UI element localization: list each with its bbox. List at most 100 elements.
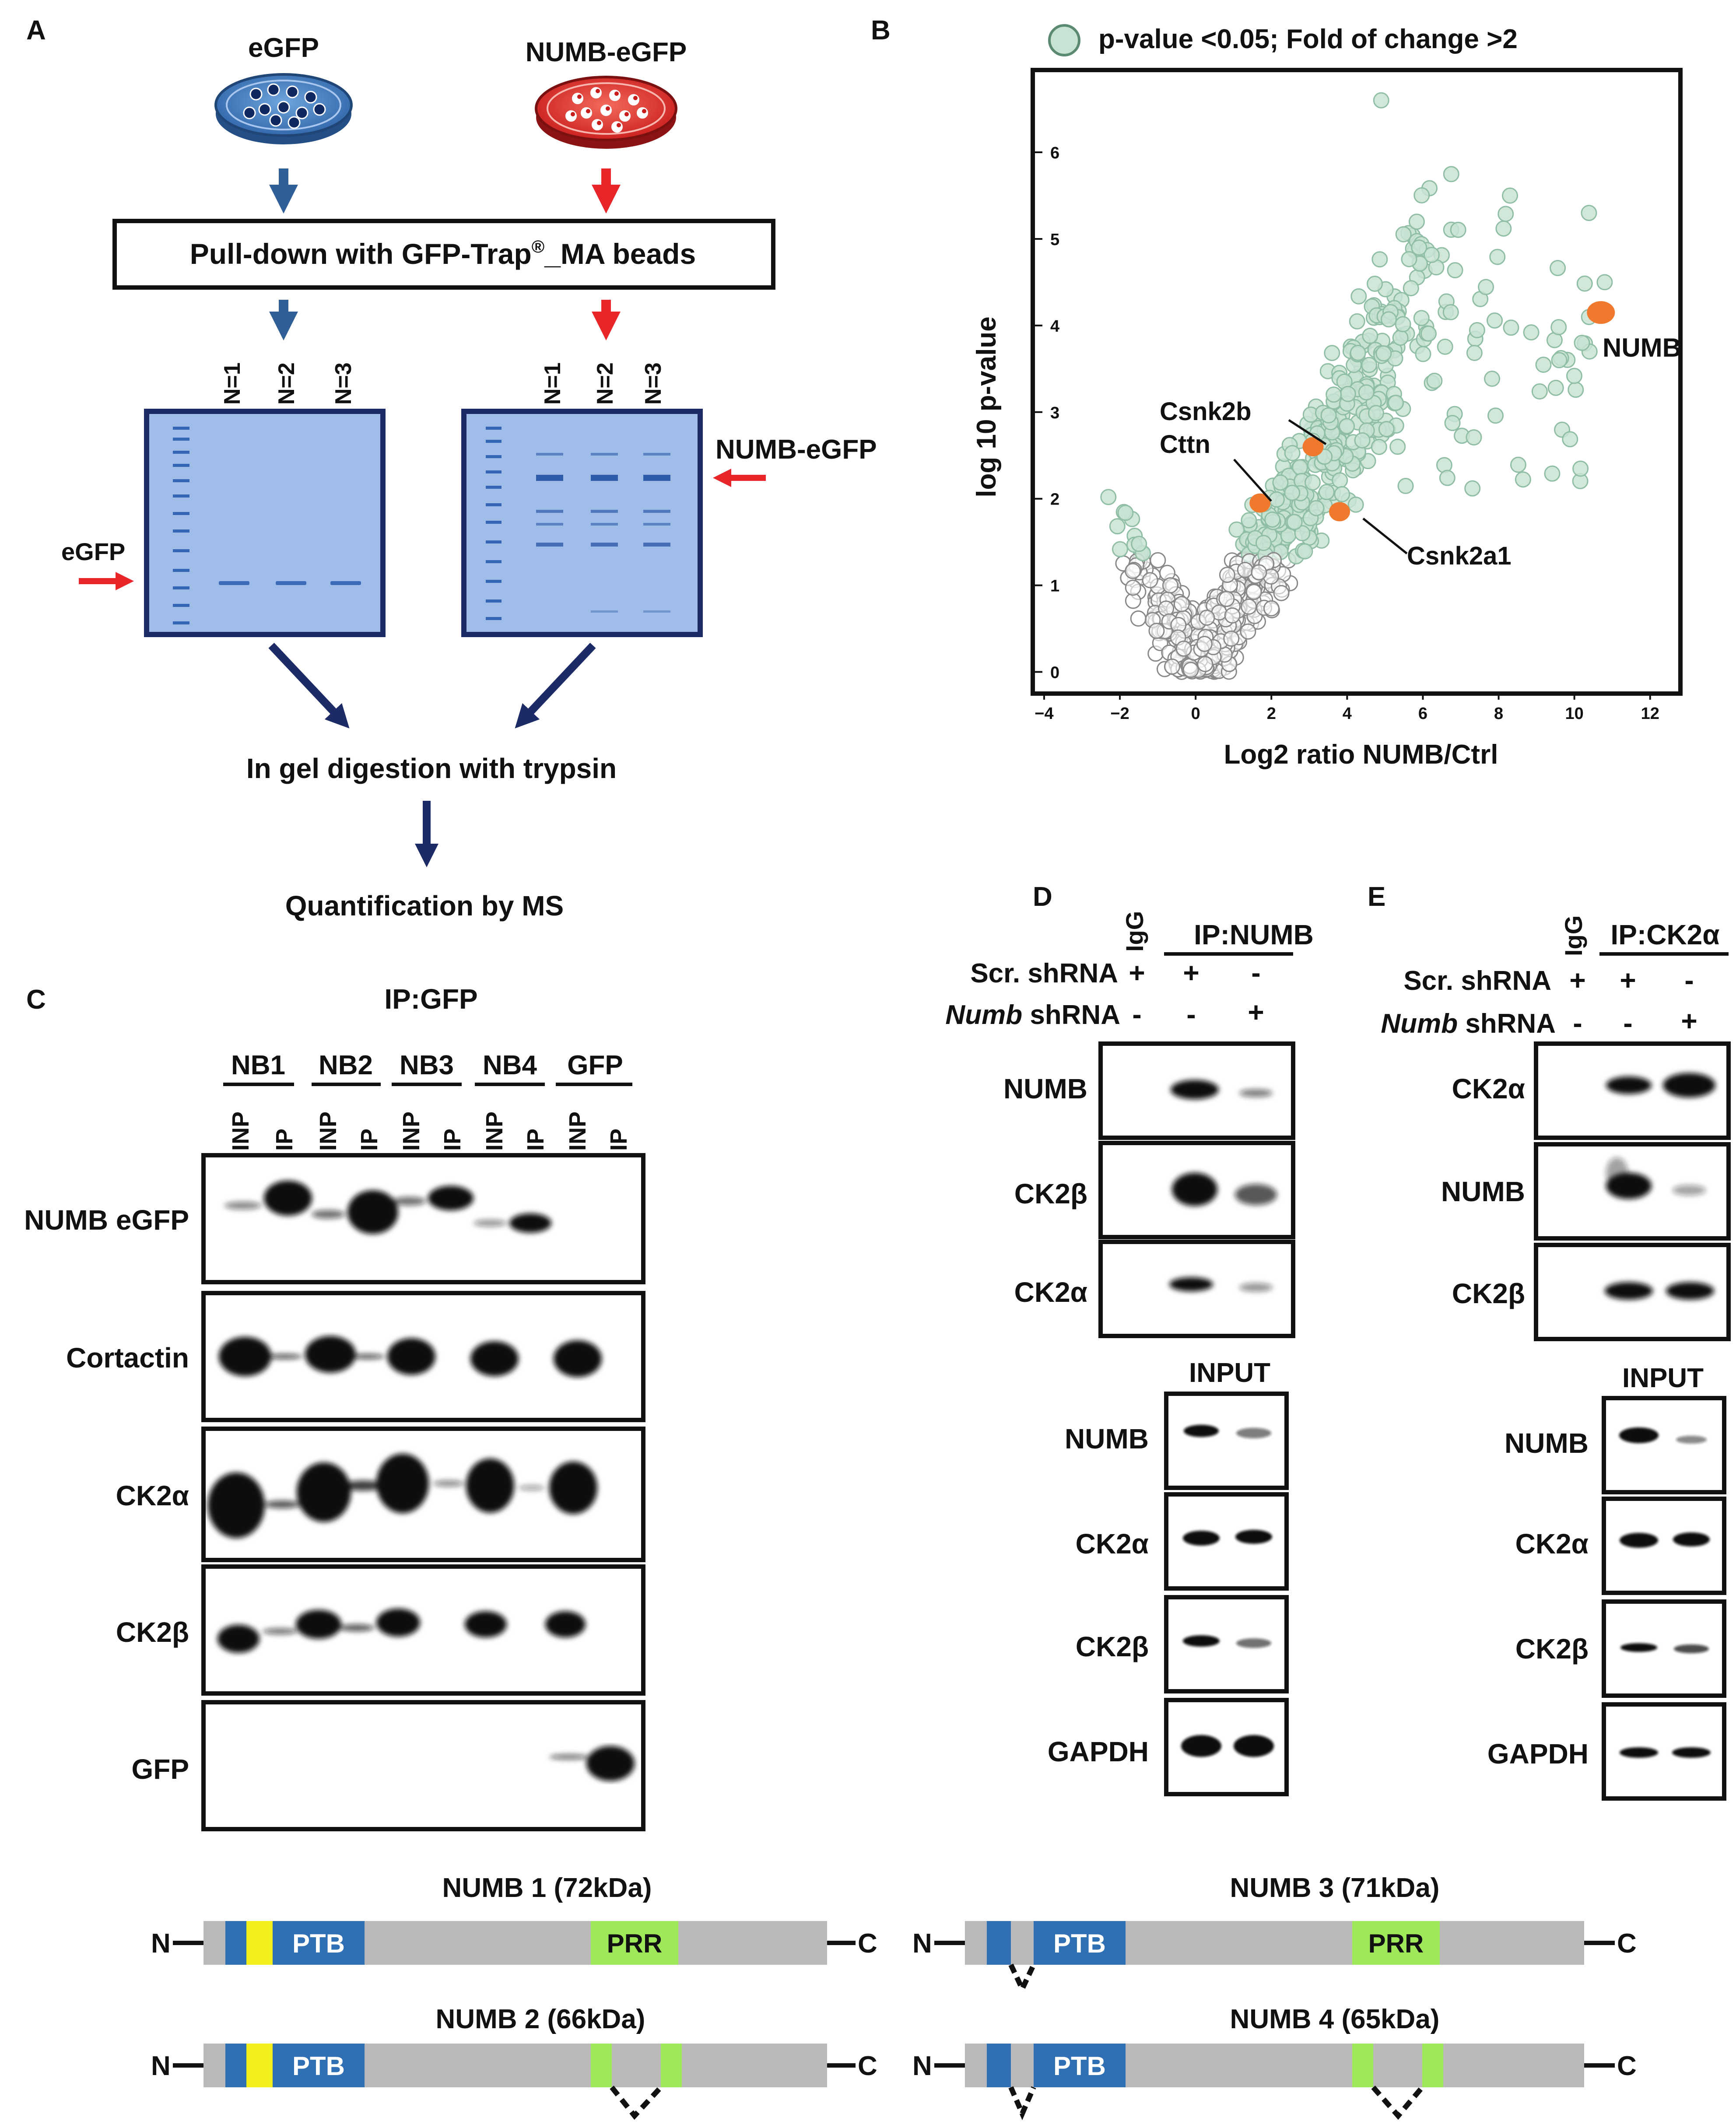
lane-header: INP — [481, 1111, 508, 1151]
protein-point — [1450, 221, 1466, 238]
c-terminus: C — [1617, 2051, 1637, 2081]
protein-point — [1245, 584, 1262, 600]
protein-point — [1550, 260, 1566, 277]
sign: - — [1573, 1007, 1582, 1039]
protein-point — [1326, 386, 1342, 403]
protein-point — [1568, 382, 1584, 398]
protein-point — [1284, 445, 1301, 461]
isoform-diagrams: NUMB 1 (72kDa) N PTB PRR C NUMB 2 (66kDa… — [151, 1873, 1637, 2121]
highlight-point-cttn — [1249, 493, 1271, 513]
protein-point — [1596, 274, 1613, 291]
c-terminus: C — [858, 1928, 877, 1959]
isoform-title: NUMB 4 (65kDa) — [1230, 2004, 1440, 2034]
gel-left — [144, 409, 386, 637]
protein-point — [1437, 338, 1453, 355]
protein-point — [1218, 591, 1235, 607]
protein-point — [1334, 486, 1350, 502]
sign: + — [1681, 1005, 1697, 1037]
protein-point — [1197, 656, 1213, 673]
protein-point — [1487, 407, 1504, 424]
protein-point — [1273, 585, 1290, 601]
blot-row-labels: NUMB eGFP Cortactin CK2α CK2β GFP — [24, 1204, 189, 1785]
blot-ck2b — [201, 1564, 645, 1696]
isoform-numb1: NUMB 1 (72kDa) N PTB PRR C — [151, 1873, 877, 1965]
isoform-numb4: NUMB 4 (65kDa) N PTB C — [912, 2004, 1637, 2121]
protein-point — [1498, 206, 1514, 222]
protein-point — [1413, 310, 1430, 326]
protein-point — [1286, 514, 1303, 530]
protein-point — [1125, 563, 1141, 579]
protein-point — [1354, 432, 1371, 449]
isoform-numb2: NUMB 2 (66kDa) N PTB C — [151, 2004, 877, 2120]
blot-row-label: CK2β — [1014, 1178, 1087, 1209]
blot-row-label: CK2α — [1014, 1276, 1087, 1308]
scatter-plot — [1100, 92, 1615, 680]
protein-point — [1502, 187, 1519, 204]
protein-point — [1255, 535, 1272, 551]
prr-domain: PRR — [1368, 1929, 1424, 1958]
blot-cortactin — [201, 1291, 645, 1422]
group-header: GFP — [567, 1050, 623, 1080]
numb-shrna-label: Numb shRNA — [945, 1000, 1120, 1030]
blot-gfp — [201, 1700, 645, 1831]
blot-row-label: NUMB — [1441, 1176, 1525, 1207]
protein-point — [1339, 418, 1355, 435]
protein-point — [1150, 552, 1166, 568]
protein-point — [1397, 478, 1414, 494]
lane-label: N=3 — [641, 362, 666, 405]
protein-point — [1130, 610, 1147, 627]
n-terminus: N — [151, 2051, 171, 2081]
blot-row-label: CK2α — [1515, 1528, 1589, 1560]
protein-point — [1241, 512, 1257, 529]
y-tick-label: 1 — [1050, 577, 1059, 596]
panel-c-title: IP:GFP — [384, 983, 477, 1015]
d-ip-blots — [1098, 1041, 1295, 1338]
gel-left-label: eGFP — [61, 538, 125, 565]
blot-row-label: NUMB — [1003, 1073, 1087, 1104]
lane-header: INP — [565, 1111, 591, 1151]
sign: - — [1684, 964, 1694, 996]
label-cttn: Cttn — [1160, 430, 1210, 459]
panel-c: C IP:GFP NB1 NB2 NB3 NB4 GFP INP IP INP … — [24, 983, 645, 1831]
protein-point — [1284, 484, 1301, 501]
blot-numb-egfp — [201, 1153, 645, 1284]
isoform-numb3: NUMB 3 (71kDa) N PTB PRR C — [912, 1873, 1637, 1995]
blot-row-label: CK2β — [1076, 1631, 1149, 1662]
protein-point — [1478, 279, 1494, 295]
protein-point — [1264, 511, 1281, 528]
legend-label: p-value <0.05; Fold of change >2 — [1098, 24, 1518, 54]
protein-point — [1487, 312, 1503, 329]
lane-label: N=2 — [593, 362, 618, 405]
blot-row-label: NUMB eGFP — [24, 1204, 189, 1236]
protein-point — [1131, 536, 1147, 552]
y-tick-label: 6 — [1050, 144, 1059, 162]
blot-row-label: NUMB — [1505, 1427, 1589, 1459]
ptb-domain: PTB — [1053, 1929, 1106, 1958]
shrna-signs: + + - - - + — [1129, 957, 1264, 1030]
protein-point — [1368, 405, 1384, 421]
protein-point — [1389, 438, 1406, 455]
protein-point — [1162, 577, 1178, 594]
protein-point — [1268, 491, 1285, 508]
lane-header: IP — [606, 1129, 632, 1151]
highlight-point-csnk2b — [1302, 437, 1324, 456]
protein-point — [1523, 324, 1540, 341]
protein-point — [1358, 384, 1375, 401]
n-terminus: N — [151, 1928, 171, 1959]
protein-point — [1112, 541, 1128, 557]
leader-csnk2a1 — [1362, 518, 1408, 554]
protein-point — [1378, 421, 1395, 438]
numb-egfp-dish-icon — [535, 76, 677, 149]
d-row-labels: NUMB CK2β CK2α NUMB CK2α CK2β GAPDH — [1003, 1073, 1149, 1767]
lane-label: N=2 — [274, 362, 299, 405]
blot-row-label: CK2β — [116, 1616, 189, 1648]
dish-label-egfp: eGFP — [248, 33, 319, 63]
protein-point — [1263, 600, 1280, 617]
y-tick-label: 3 — [1050, 404, 1059, 422]
group-header: NB1 — [231, 1050, 285, 1080]
protein-point — [1544, 465, 1561, 482]
c-terminus: C — [1617, 1928, 1637, 1959]
protein-point — [1373, 92, 1389, 109]
